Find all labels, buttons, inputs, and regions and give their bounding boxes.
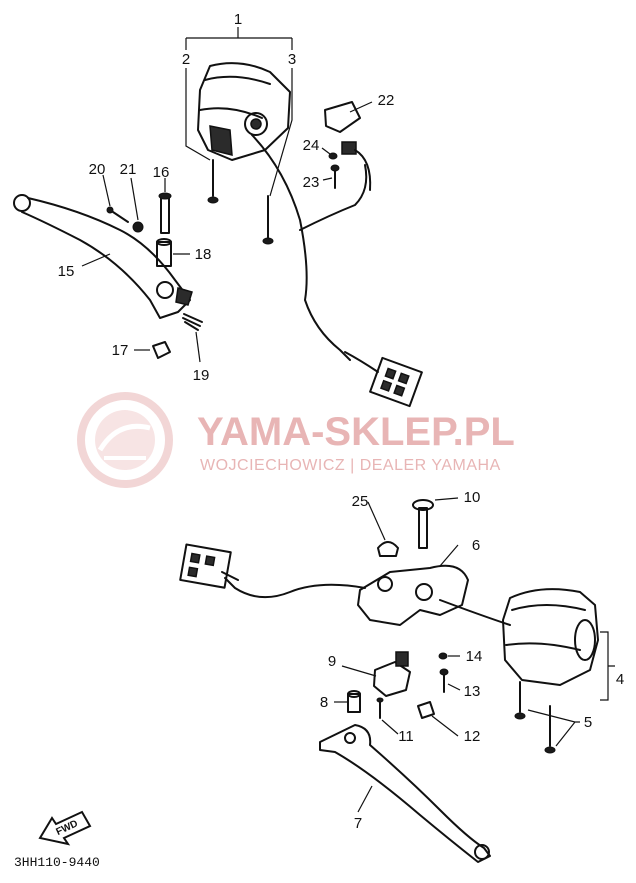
screw-part-3 [262, 195, 274, 245]
leader-lines [81, 27, 615, 813]
screw-part-13 [439, 668, 449, 693]
watermark: YAMA-SKLEP.PL WOJCIECHOWICZ | DEALER YAM… [77, 392, 515, 488]
clutch-switch-part-9 [373, 651, 411, 697]
callout-24: 24 [303, 137, 320, 154]
callout-1: 1 [234, 11, 242, 28]
callout-6: 6 [472, 537, 480, 554]
bolt-part-20 [106, 206, 129, 223]
callout-19: 19 [193, 367, 210, 384]
cap-part-25 [377, 541, 399, 557]
callout-2: 2 [182, 51, 190, 68]
callout-labels: 1 2 3 4 5 6 7 8 9 10 11 12 13 14 15 16 1… [58, 11, 625, 832]
callout-5: 5 [584, 714, 592, 731]
right-switch-housing [197, 62, 291, 161]
screw-part-5b [544, 705, 556, 754]
watermark-subtitle: WOJCIECHOWICZ | DEALER YAMAHA [200, 457, 501, 474]
callout-11: 11 [398, 728, 414, 745]
screw-part-23 [330, 164, 340, 189]
callout-14: 14 [466, 648, 483, 665]
callout-20: 20 [89, 161, 106, 178]
callout-21: 21 [120, 161, 137, 178]
watermark-logo [77, 392, 173, 488]
lever-bracket-part-6 [357, 564, 511, 626]
diagram-code: 3HH110-9440 [14, 855, 100, 870]
watermark-title: YAMA-SKLEP.PL [197, 410, 515, 454]
callout-17: 17 [112, 342, 129, 359]
forward-arrow-icon: FWD [38, 810, 92, 846]
callout-18: 18 [195, 246, 212, 263]
callout-7: 7 [354, 815, 362, 832]
callout-13: 13 [464, 683, 481, 700]
switch-harness-upper [251, 134, 351, 361]
screw-part-2 [207, 159, 219, 204]
callout-16: 16 [153, 164, 170, 181]
callout-25: 25 [352, 493, 369, 510]
collar-part-8 [347, 690, 361, 713]
nut-part-21 [132, 221, 144, 233]
bolt-part-10 [412, 499, 434, 549]
screw-part-5a [514, 681, 526, 720]
cap-part-17 [152, 341, 171, 359]
bolt-part-16 [158, 192, 172, 234]
callout-22: 22 [378, 92, 395, 109]
left-switch-housing [502, 588, 599, 686]
coupler-upper [344, 351, 423, 408]
callout-3: 3 [288, 51, 296, 68]
adjuster-part-19 [182, 313, 203, 331]
cap-part-12 [417, 701, 435, 719]
brake-lever-part-15 [13, 194, 193, 319]
callout-15: 15 [58, 263, 75, 280]
callout-8: 8 [320, 694, 328, 711]
callout-12: 12 [464, 728, 481, 745]
coupler-lower [179, 543, 239, 589]
washer-part-14 [438, 652, 448, 660]
stop-switch-part-22 [324, 101, 372, 191]
callout-9: 9 [328, 653, 336, 670]
callout-23: 23 [303, 174, 320, 191]
callout-10: 10 [464, 489, 481, 506]
collar-part-18 [156, 238, 172, 267]
callout-4: 4 [616, 671, 624, 688]
washer-part-24 [328, 152, 338, 160]
switch-harness-lower [224, 577, 366, 599]
screw-part-11 [376, 697, 384, 719]
clutch-lever-part-7 [319, 724, 491, 863]
